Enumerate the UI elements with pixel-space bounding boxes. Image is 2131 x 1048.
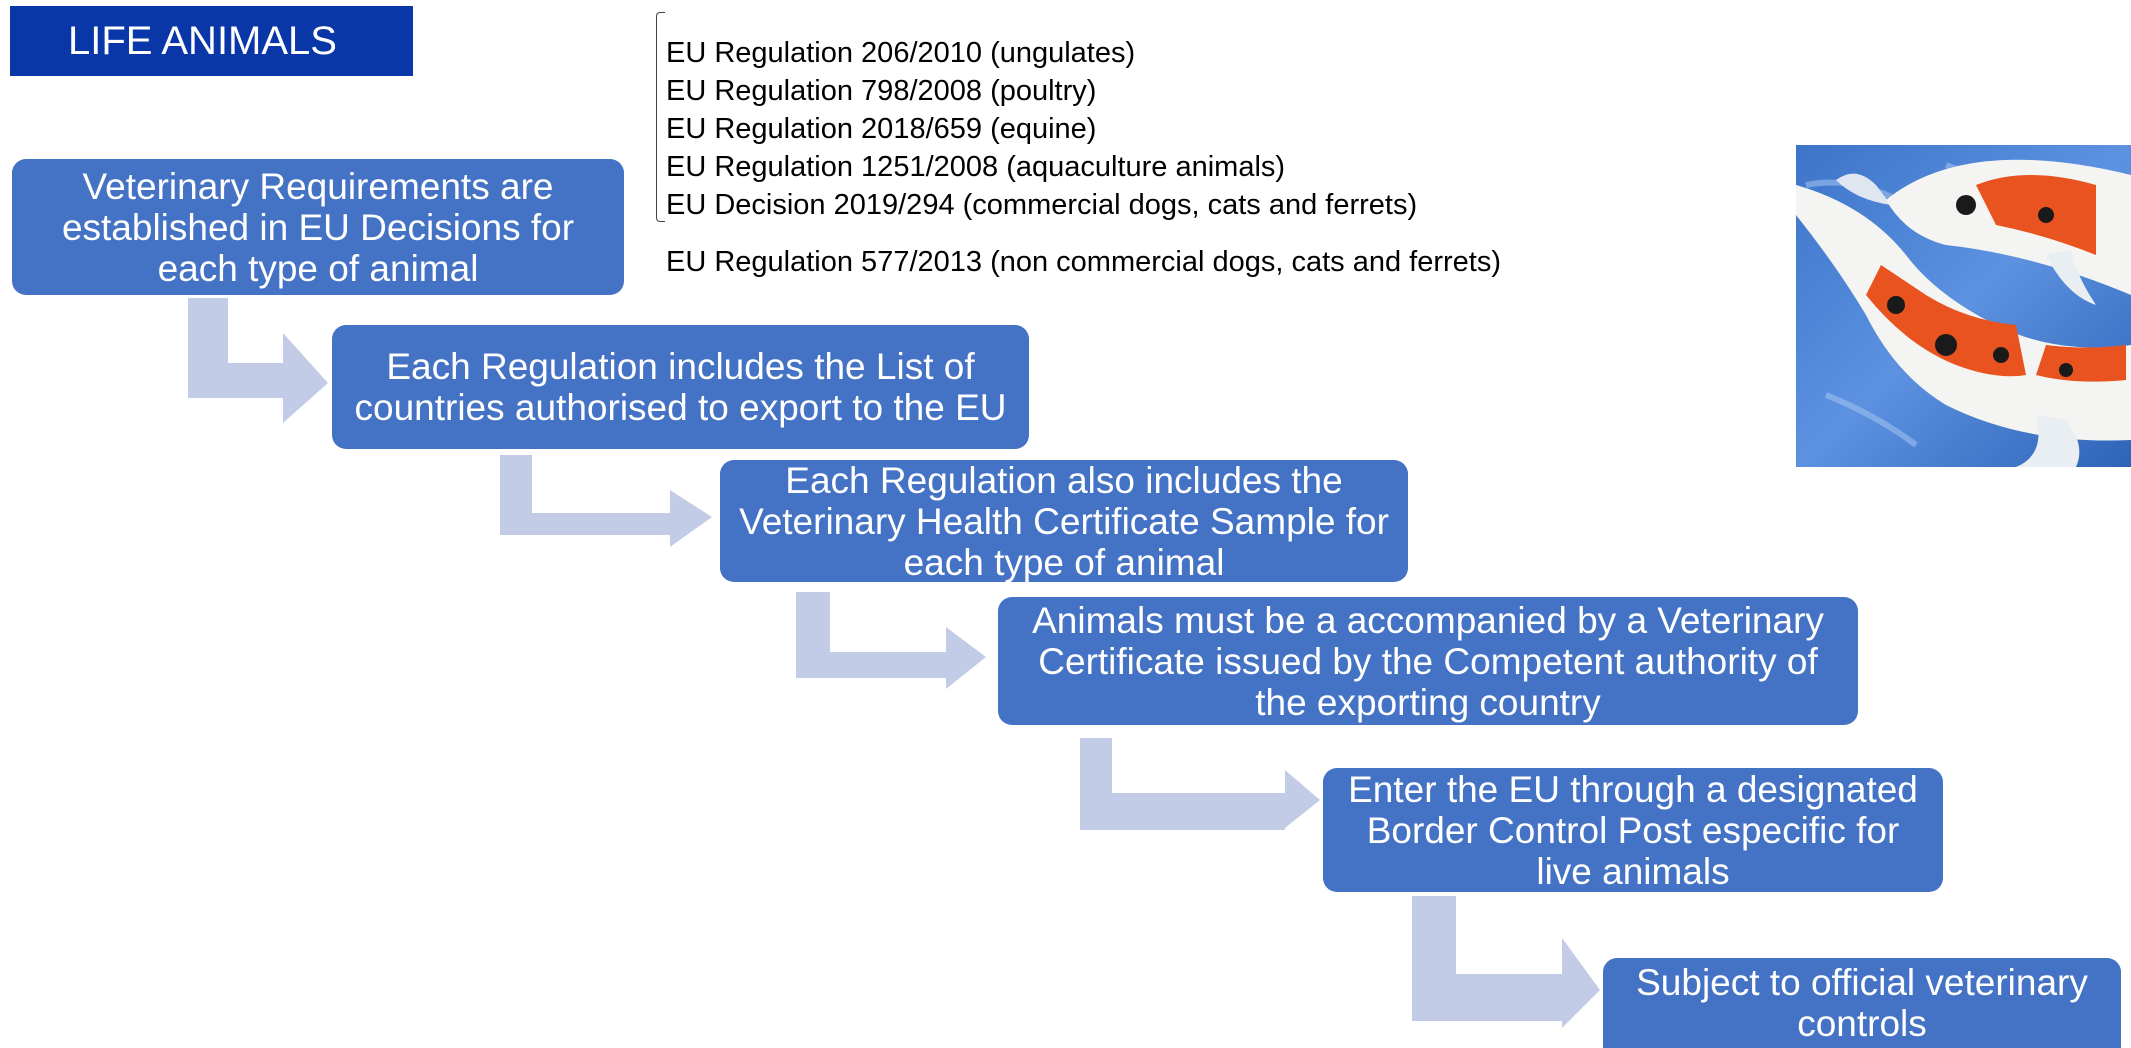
step-box-1: Veterinary Requirements are established … — [12, 159, 624, 295]
step-arrow-4 — [1080, 738, 1320, 830]
regulation-item-extra: EU Regulation 577/2013 (non commercial d… — [666, 246, 1501, 278]
regulation-item: EU Regulation 2018/659 (equine) — [666, 113, 1097, 145]
slide-title: LIFE ANIMALS — [10, 6, 413, 76]
slide-title-text: LIFE ANIMALS — [68, 18, 337, 63]
step-arrow-5 — [1412, 896, 1600, 1028]
step-box-2: Each Regulation includes the List of cou… — [332, 325, 1029, 449]
step-arrow-2 — [500, 455, 712, 547]
step-box-4: Animals must be a accompanied by a Veter… — [998, 597, 1858, 725]
regulation-item: EU Regulation 1251/2008 (aquaculture ani… — [666, 151, 1286, 183]
step-text: Animals must be a accompanied by a Veter… — [1032, 599, 1824, 723]
regulation-item: EU Regulation 206/2010 (ungulates) — [666, 37, 1136, 69]
step-text: Enter the EU through a designated Border… — [1348, 768, 1918, 892]
step-text: Veterinary Requirements are established … — [61, 165, 575, 289]
step-text: Each Regulation also includes the Veteri… — [739, 459, 1389, 583]
step-arrow-1 — [188, 298, 328, 423]
regulation-item: EU Decision 2019/294 (commercial dogs, c… — [666, 189, 1418, 221]
step-box-6: Subject to official veterinary controls — [1603, 958, 2121, 1048]
step-text: Subject to official veterinary controls — [1636, 962, 2088, 1044]
step-text: Each Regulation includes the List of cou… — [354, 346, 1007, 428]
step-box-5: Enter the EU through a designated Border… — [1323, 768, 1943, 892]
regulation-item: EU Regulation 798/2008 (poultry) — [666, 75, 1097, 107]
step-box-3: Each Regulation also includes the Veteri… — [720, 459, 1408, 583]
step-arrow-3 — [796, 592, 986, 689]
regulations-bracket — [656, 12, 665, 222]
koi-fish-image — [1796, 145, 2131, 467]
